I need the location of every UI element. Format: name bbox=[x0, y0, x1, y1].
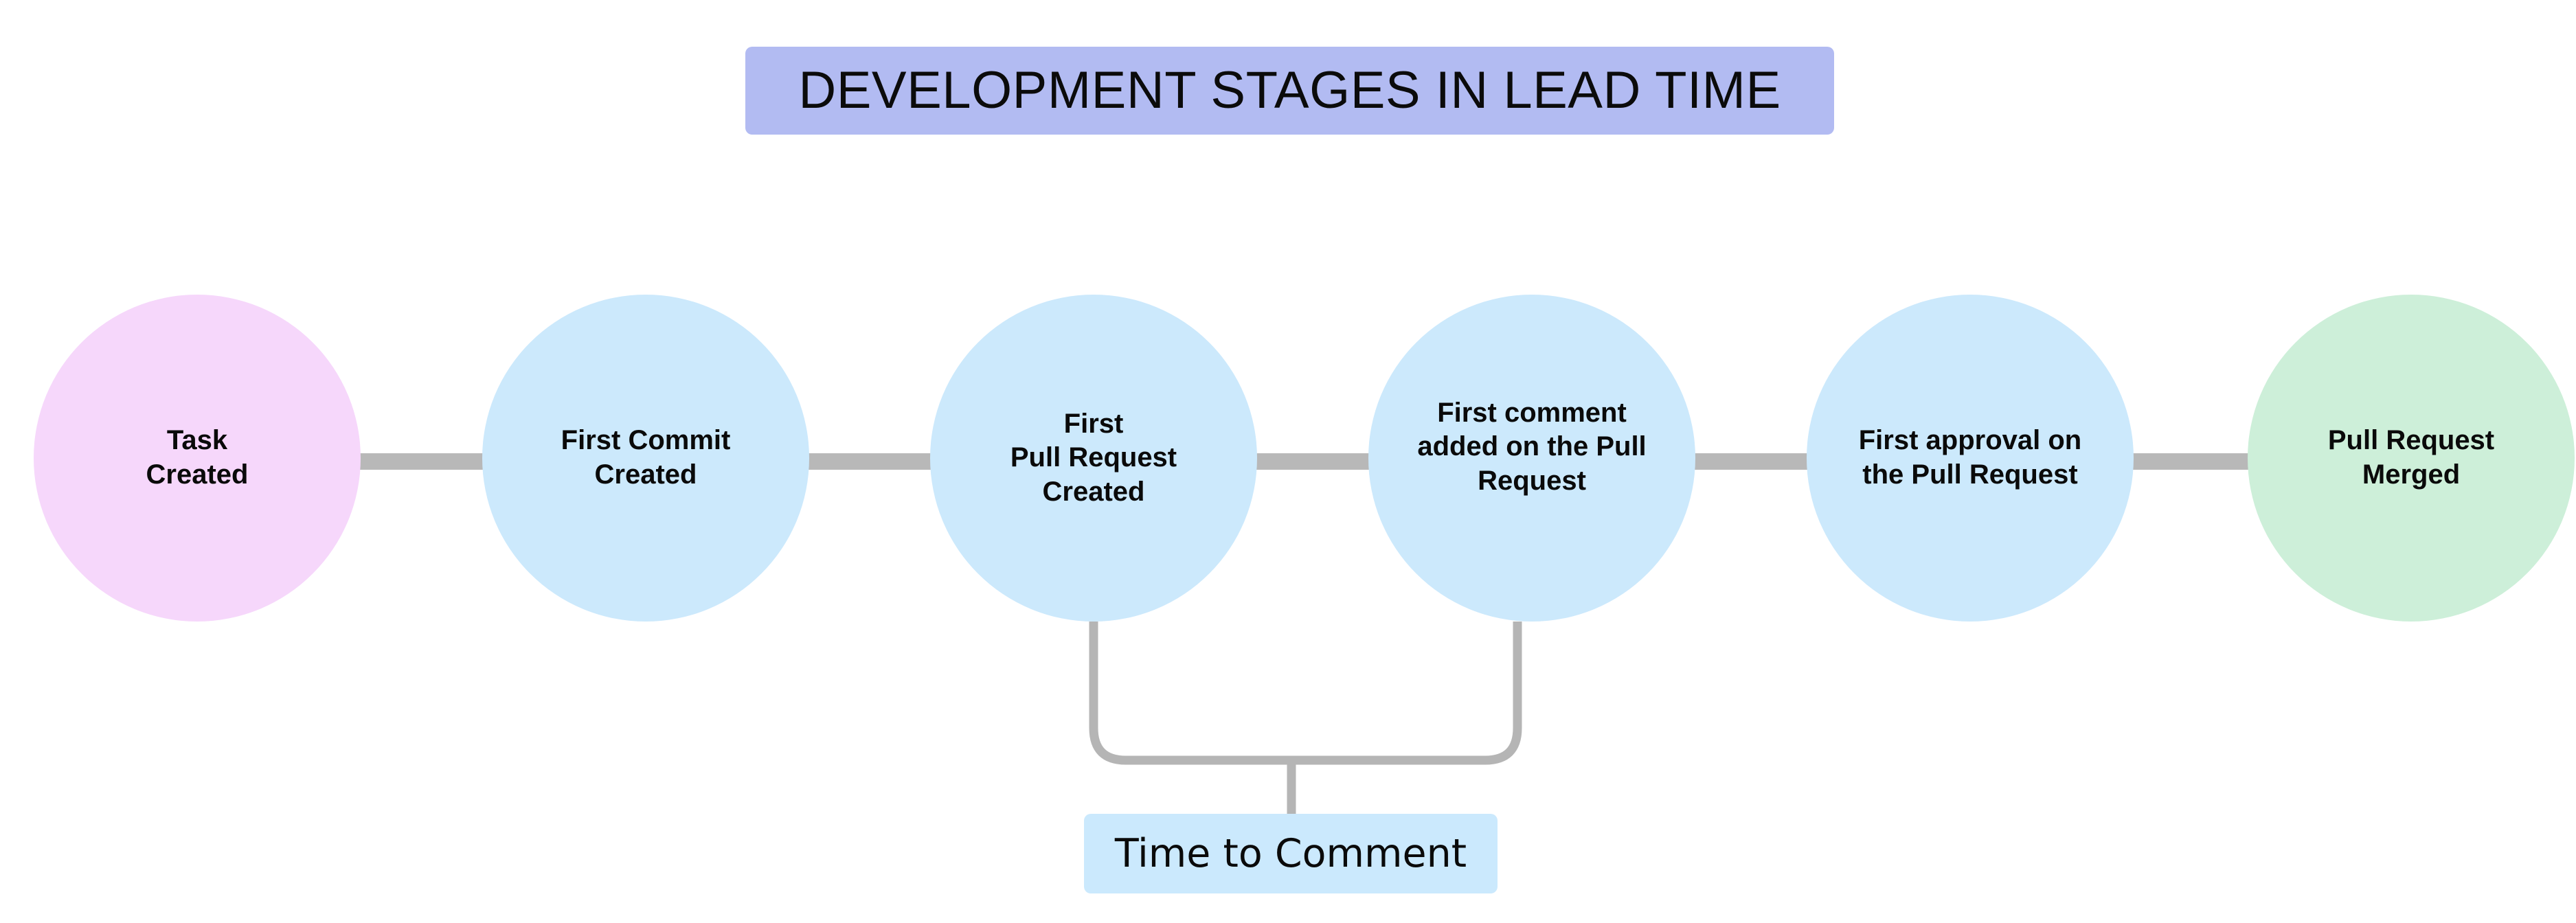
measurement-bracket bbox=[1089, 622, 1522, 817]
link-3-4 bbox=[1253, 453, 1370, 470]
stage-node-first-commit-created[interactable]: First Commit Created bbox=[482, 295, 809, 622]
link-2-3 bbox=[805, 453, 932, 470]
stage-label: First Pull Request Created bbox=[1010, 408, 1177, 507]
metric-label-text: Time to Comment bbox=[1114, 830, 1467, 876]
link-5-6 bbox=[2129, 453, 2250, 470]
link-1-2 bbox=[357, 453, 484, 470]
stage-label: First approval on the Pull Request bbox=[1858, 425, 2082, 490]
stage-node-first-comment-added[interactable]: First comment added on the Pull Request bbox=[1368, 295, 1695, 622]
stage-node-pull-request-merged[interactable]: Pull Request Merged bbox=[2248, 295, 2575, 622]
stage-node-first-pull-request-created[interactable]: First Pull Request Created bbox=[930, 295, 1257, 622]
link-4-5 bbox=[1691, 453, 1809, 470]
stage-label: First Commit Created bbox=[561, 425, 731, 490]
bracket-path bbox=[1089, 622, 1522, 765]
diagram-title-banner: DEVELOPMENT STAGES IN LEAD TIME bbox=[745, 47, 1834, 135]
stage-node-first-approval[interactable]: First approval on the Pull Request bbox=[1807, 295, 2134, 622]
stage-label: First comment added on the Pull Request bbox=[1417, 397, 1647, 496]
stage-label: Pull Request Merged bbox=[2327, 425, 2495, 490]
page-title: DEVELOPMENT STAGES IN LEAD TIME bbox=[798, 61, 1781, 119]
metric-label-chip[interactable]: Time to Comment bbox=[1084, 814, 1498, 893]
stage-node-task-created[interactable]: Task Created bbox=[34, 295, 361, 622]
stage-label: Task Created bbox=[146, 425, 249, 490]
